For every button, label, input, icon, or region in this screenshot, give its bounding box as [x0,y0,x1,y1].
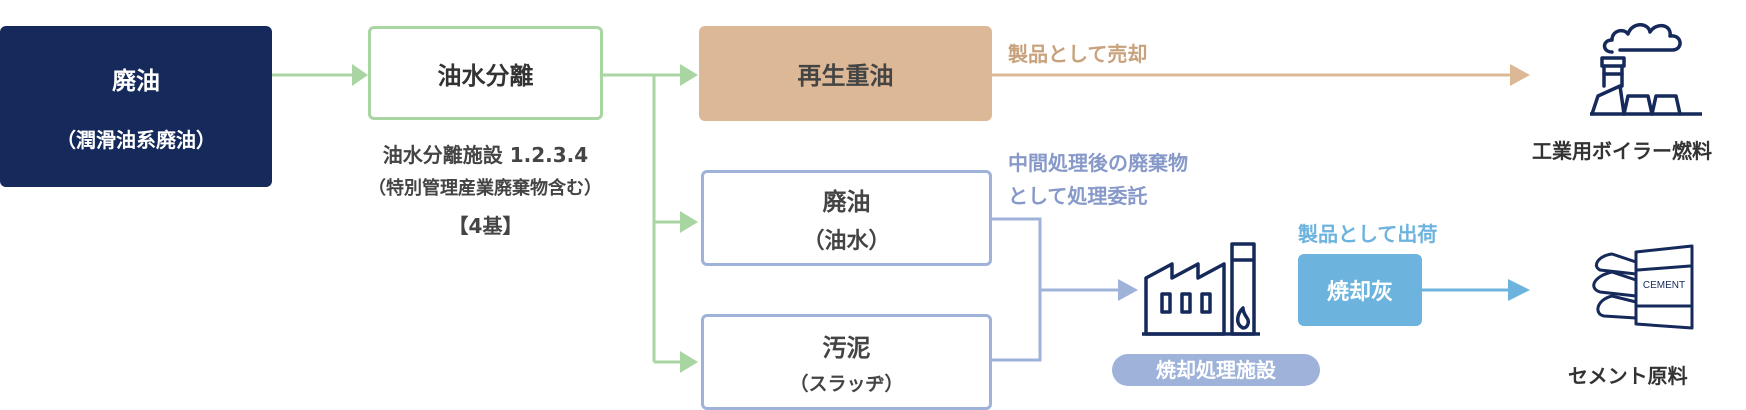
separation-title: 油水分離 [437,61,534,90]
incineration-facility-pill: 焼却処理施設 [1112,354,1320,386]
separation-facility-name: 油水分離施設 1.2.3.4 [382,143,589,167]
arrow-to-sludge [680,351,698,373]
arrow-to-recycled-oil [680,64,698,86]
cement-bag-icon: CEMENT [1592,244,1694,330]
ash-title: 焼却灰 [1326,280,1393,305]
cement-destination-label: セメント原料 [1568,364,1688,388]
arrow-to-waste-oil [680,211,698,233]
boiler-plant-icon [1590,23,1702,116]
recycled-oil-route-label: 製品として売却 [1008,42,1148,66]
recycled-oil-title: 再生重油 [797,62,894,90]
arrow-to-boiler [1510,64,1530,86]
sludge-box: 汚泥 （スラッヂ） [701,314,992,410]
waste-oil-subtitle: （油水） [802,228,891,254]
separation-facility-count: 【4基】 [448,214,523,238]
oil-water-separation-box: 油水分離 [368,26,603,120]
intermediate-label-line2: として処理委託 [1008,184,1148,208]
waste-oil-water-box: 廃油 （油水） [701,170,992,266]
arrow-to-cement [1508,279,1530,301]
recycled-heavy-oil-box: 再生重油 [699,26,992,121]
arrow-to-separation [352,64,368,86]
arrow-to-incinerator [1118,279,1138,301]
incineration-ash-box: 焼却灰 [1298,254,1422,326]
separation-facility-note: （特別管理産業廃棄物含む） [368,178,602,199]
waste-oil-title: 廃油 [822,187,871,216]
sludge-subtitle: （スラッヂ） [789,373,904,395]
source-waste-oil-box: 廃油 （潤滑油系廃油） [0,26,272,187]
factory-icon [1142,242,1260,336]
sludge-title: 汚泥 [822,334,871,362]
source-subtitle: （潤滑油系廃油） [56,127,216,152]
source-title: 廃油 [112,66,160,95]
intermediate-label-line1: 中間処理後の廃棄物 [1008,151,1188,175]
ash-route-label: 製品として出荷 [1298,222,1438,246]
boiler-destination-label: 工業用ボイラー燃料 [1532,139,1712,163]
cement-bag-text: CEMENT [1643,280,1685,291]
